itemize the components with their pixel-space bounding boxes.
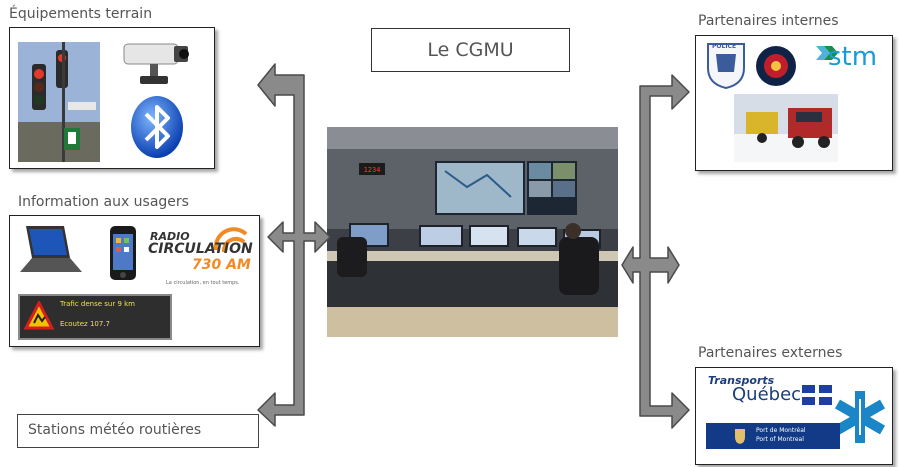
smartphone-icon <box>110 226 136 280</box>
svg-text:1234: 1234 <box>364 166 381 174</box>
stations-panel: Stations météo routières <box>17 414 259 448</box>
radio-line2: CIRCULATION <box>148 241 253 257</box>
quebec-flag-icon <box>802 385 832 405</box>
internes-label: Partenaires internes <box>698 13 839 29</box>
radio-line1: RADIO <box>150 230 190 243</box>
laptop-icon <box>20 226 82 272</box>
externes-label: Partenaires externes <box>698 345 843 361</box>
left-connector-shape <box>257 63 331 427</box>
port-crest-icon <box>735 429 745 444</box>
left-connector-arrows <box>257 63 331 427</box>
radio-tagline: La circulation, en tout temps. <box>166 280 240 286</box>
diagram-title: Le CGMU <box>371 28 570 72</box>
port-montreal-banner: Port de Montréal Port of Montreal <box>706 423 840 449</box>
title-text: Le CGMU <box>427 39 514 61</box>
port-line1: Port de Montréal <box>756 427 806 434</box>
externes-panel: Transports Québec Port de Montréal Port … <box>695 367 893 465</box>
control-room-photo: 1234 <box>327 127 618 337</box>
stm-arrows-icon <box>816 46 838 60</box>
warning-sign-icon <box>24 301 54 330</box>
camera-icon <box>123 43 189 84</box>
equipements-panel <box>9 27 215 169</box>
stm-text: stm <box>828 42 878 72</box>
port-line2: Port of Montreal <box>756 436 804 443</box>
sign-line2: Ecoutez 107.7 <box>60 320 110 328</box>
bluetooth-icon <box>131 96 183 158</box>
stations-label: Stations météo routières <box>28 422 202 438</box>
traffic-message-sign: Trafic dense sur 9 km Ecoutez 107.7 <box>18 294 172 340</box>
radio-frequency: 730 AM <box>192 257 251 273</box>
internes-panel: POLICE stm <box>695 35 893 171</box>
police-badge-icon <box>707 43 745 90</box>
radio-logo: RADIO CIRCULATION 730 AM La circulation,… <box>148 227 258 292</box>
snow-removal-photo <box>734 94 838 162</box>
police-text: POLICE <box>712 43 737 50</box>
transports-line1: Transports <box>708 374 775 387</box>
control-room-illustration: 1234 <box>327 127 618 337</box>
right-connector-shape <box>621 74 690 429</box>
equipements-label: Équipements terrain <box>9 6 153 22</box>
sign-line1: Trafic dense sur 9 km <box>60 300 136 308</box>
star-of-life-icon <box>834 391 886 443</box>
fire-department-icon <box>756 46 796 86</box>
radio-waves-icon <box>213 227 248 253</box>
information-panel: RADIO CIRCULATION 730 AM La circulation,… <box>9 215 260 347</box>
traffic-light-icon <box>18 42 100 162</box>
right-connector-arrows <box>621 74 690 429</box>
information-label: Information aux usagers <box>18 194 189 210</box>
transports-line2: Québec <box>732 384 802 405</box>
